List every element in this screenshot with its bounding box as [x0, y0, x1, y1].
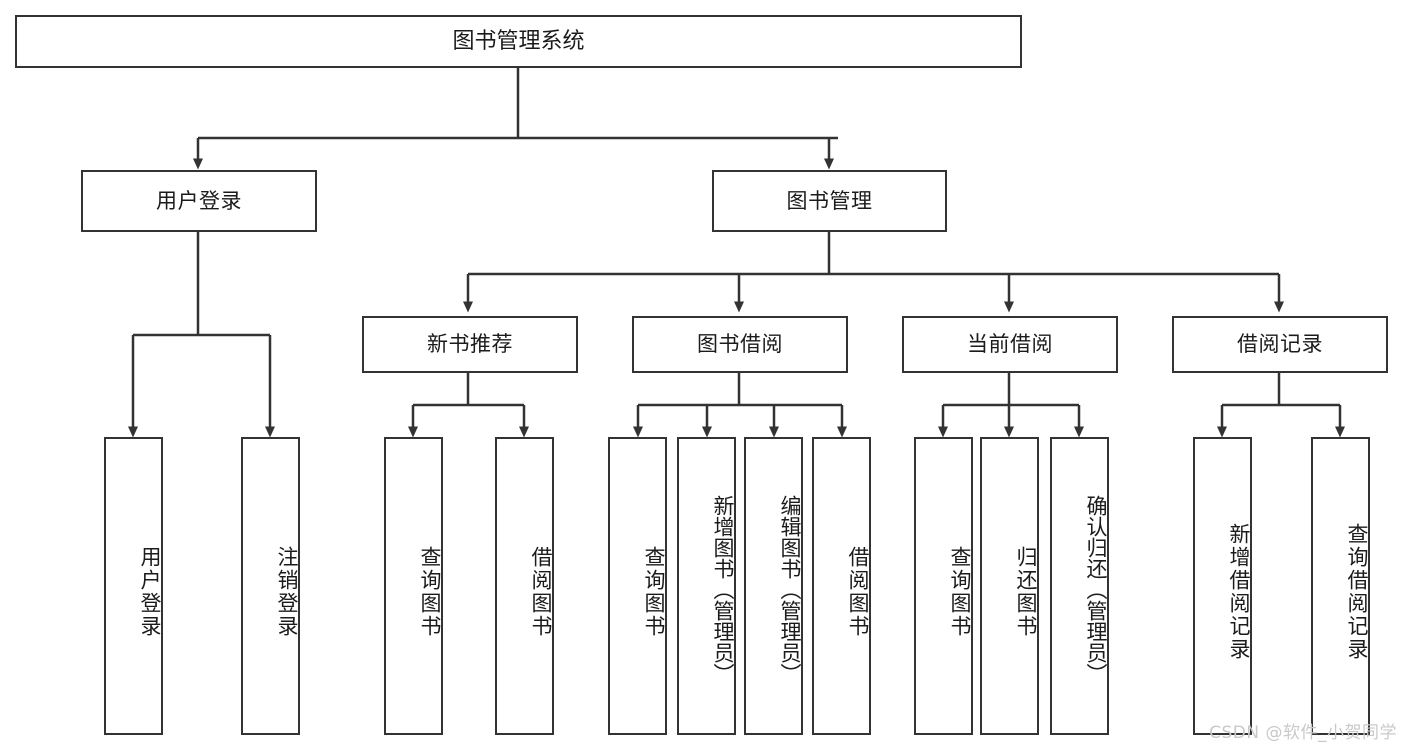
leaf-query-book-new-recommend[interactable]: 查询图书 [384, 437, 443, 735]
leaf-query-borrow-record[interactable]: 查询借阅记录 [1311, 437, 1370, 735]
node-user-login[interactable]: 用户登录 [81, 170, 317, 232]
leaf-add-book-admin[interactable]: 新增图书（管理员） [677, 437, 736, 735]
node-new-book-recommend[interactable]: 新书推荐 [362, 316, 578, 373]
csdn-watermark: CSDN @软件_小贺同学 [1209, 723, 1397, 743]
leaf-return-book[interactable]: 归还图书 [980, 437, 1039, 735]
leaf-borrow-book-new-recommend[interactable]: 借阅图书 [495, 437, 554, 735]
leaf-add-borrow-record[interactable]: 新增借阅记录 [1193, 437, 1252, 735]
leaf-edit-book-admin[interactable]: 编辑图书（管理员） [744, 437, 803, 735]
node-root-book-management-system[interactable]: 图书管理系统 [15, 15, 1022, 68]
leaf-borrow-book-borrow[interactable]: 借阅图书 [812, 437, 871, 735]
leaf-user-login[interactable]: 用户登录 [104, 437, 163, 735]
node-borrow-record[interactable]: 借阅记录 [1172, 316, 1388, 373]
leaf-confirm-return-admin[interactable]: 确认归还（管理员） [1050, 437, 1109, 735]
node-book-borrow[interactable]: 图书借阅 [632, 316, 848, 373]
leaf-logout-login[interactable]: 注销登录 [241, 437, 300, 735]
node-current-borrow[interactable]: 当前借阅 [902, 316, 1118, 373]
leaf-query-book-current[interactable]: 查询图书 [914, 437, 973, 735]
node-book-management[interactable]: 图书管理 [712, 170, 947, 232]
leaf-query-book-borrow[interactable]: 查询图书 [608, 437, 667, 735]
